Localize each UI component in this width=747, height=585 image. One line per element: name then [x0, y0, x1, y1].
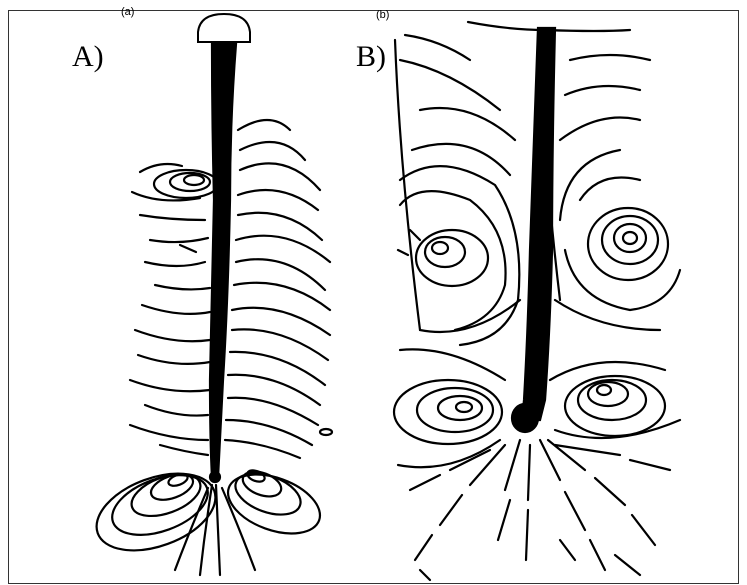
panel-a-vortex-lower-right [220, 463, 328, 545]
panel-b-drawing [394, 22, 680, 580]
panel-b-vortex-upper-right [555, 55, 680, 330]
panel-a-streamlines-left [130, 215, 210, 455]
panel-a-vortex-upper-left [132, 164, 218, 200]
panel-a-jet [210, 44, 236, 478]
panel-b-jet [522, 28, 555, 420]
panel-b-bottom-spray [410, 440, 670, 580]
panel-a-vortex-lower-left [86, 459, 226, 565]
panel-a-streamlines-right [225, 120, 332, 458]
panel-b-vortex-lower-left [394, 349, 505, 467]
panel-a-jet-tip [210, 472, 220, 482]
panel-a-drawing [86, 14, 332, 575]
panel-b-vortex-lower-right [550, 362, 680, 438]
panel-a-dome [198, 14, 250, 42]
panel-b-jet-tip [512, 404, 538, 432]
